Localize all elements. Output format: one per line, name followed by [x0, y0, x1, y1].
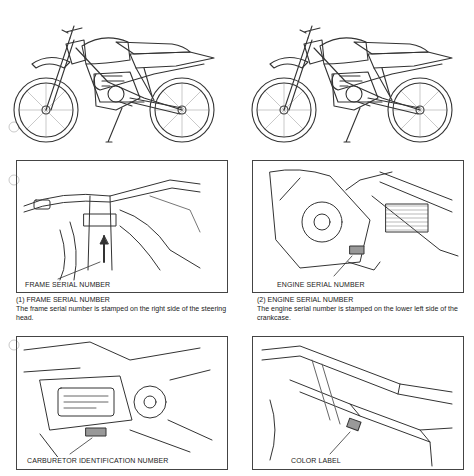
figure-panel: FRAME SERIAL NUMBER: [16, 160, 228, 293]
part-label: CARBURETOR IDENTIFICATION NUMBER: [25, 457, 170, 465]
figure-panel: COLOR LABEL: [252, 336, 464, 470]
part-label: ENGINE SERIAL NUMBER: [275, 281, 367, 289]
figure-panel: ENGINE SERIAL NUMBER: [252, 160, 464, 293]
part-label: FRAME SERIAL NUMBER: [23, 281, 112, 289]
part-label: COLOR LABEL: [289, 457, 343, 465]
section-heading: (2) ENGINE SERIAL NUMBER: [257, 296, 467, 304]
description-text: The engine serial number is stamped on t…: [257, 305, 467, 322]
description-text: The frame serial number is stamped on th…: [16, 305, 230, 322]
section-heading: (1) FRAME SERIAL NUMBER: [16, 296, 230, 304]
figure-panel: CARBURETOR IDENTIFICATION NUMBER: [16, 336, 228, 470]
